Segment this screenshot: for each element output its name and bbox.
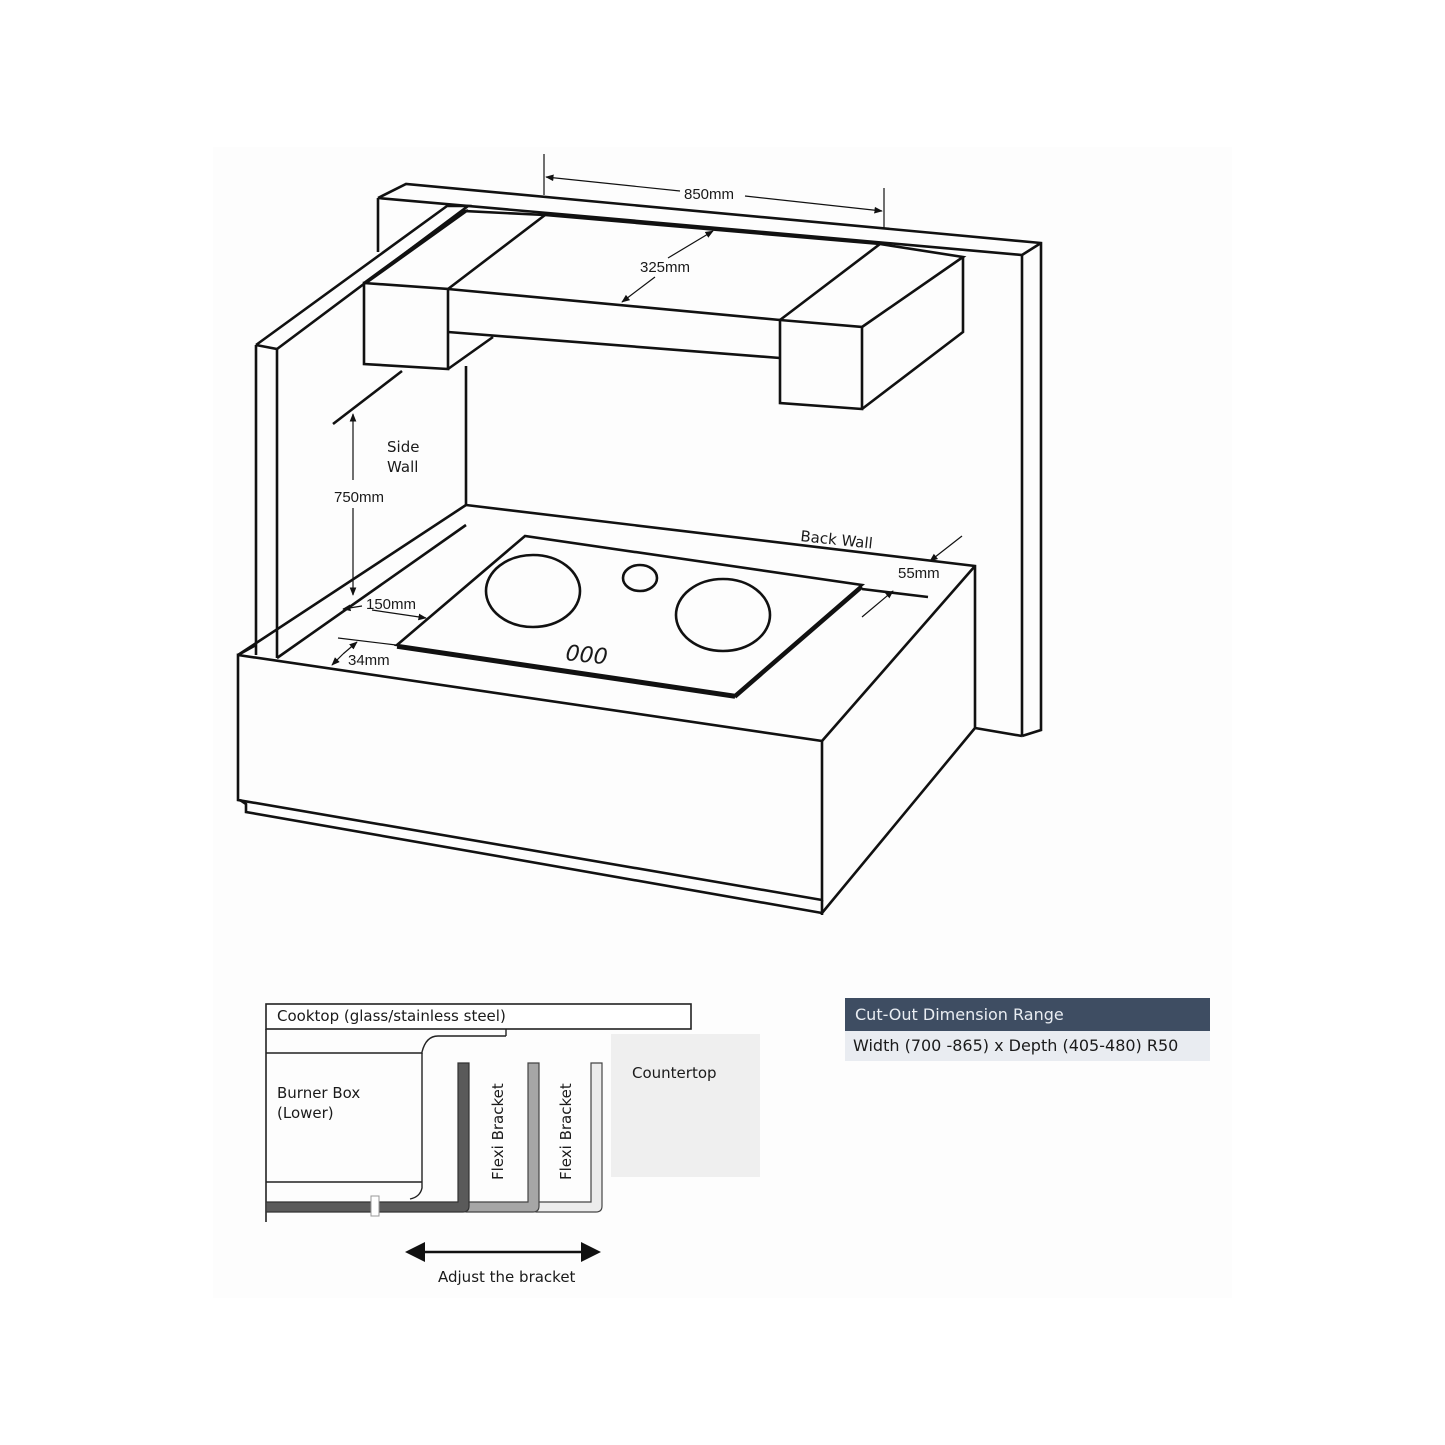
burner-large-left [484, 553, 582, 629]
label-flexi-bracket-1: Flexi Bracket [489, 1083, 507, 1180]
label-flexi-bracket-2: Flexi Bracket [557, 1083, 575, 1180]
dim-back-clearance: 55mm [898, 565, 940, 582]
label-side-wall-1: Side [387, 438, 419, 456]
label-burner-box-1: Burner Box [277, 1084, 360, 1102]
side-wall [254, 204, 472, 658]
countertop-block [611, 1034, 760, 1177]
cutout-table-value: Width (700 -865) x Depth (405-480) R50 [845, 1031, 1210, 1061]
label-side-wall-2: Wall [387, 458, 418, 476]
burner-large-right [674, 577, 772, 653]
dim-height: 750mm [334, 489, 384, 506]
label-countertop: Countertop [632, 1064, 717, 1082]
label-cooktop: Cooktop (glass/stainless steel) [277, 1007, 506, 1025]
cabinet [236, 503, 977, 915]
control-knobs: 000 [564, 641, 608, 670]
cutout-dimension-table: Cut-Out Dimension Range Width (700 -865)… [845, 998, 1210, 1061]
dim-front-clearance: 34mm [348, 652, 390, 669]
range-hood [362, 209, 967, 411]
dim-side-clearance: 150mm [366, 596, 416, 613]
cutout-table-header: Cut-Out Dimension Range [845, 998, 1210, 1031]
bracket-detail: Cooktop (glass/stainless steel) Burner B… [265, 1003, 760, 1286]
label-back-wall: Back Wall [800, 527, 874, 552]
cooktop-plate [265, 1003, 692, 1030]
cooktop-glass [393, 534, 865, 699]
screw [370, 1195, 380, 1217]
dimension-lines [331, 154, 963, 666]
isometric-drawing [236, 182, 1043, 915]
label-burner-box-2: (Lower) [277, 1104, 334, 1122]
back-wall [376, 182, 1043, 738]
burner-small-center [621, 563, 659, 593]
label-adjust-bracket: Adjust the bracket [438, 1268, 576, 1286]
dim-hood-depth: 325mm [640, 259, 690, 276]
bracket-dark [265, 1062, 470, 1213]
dim-hood-width: 850mm [684, 186, 734, 203]
